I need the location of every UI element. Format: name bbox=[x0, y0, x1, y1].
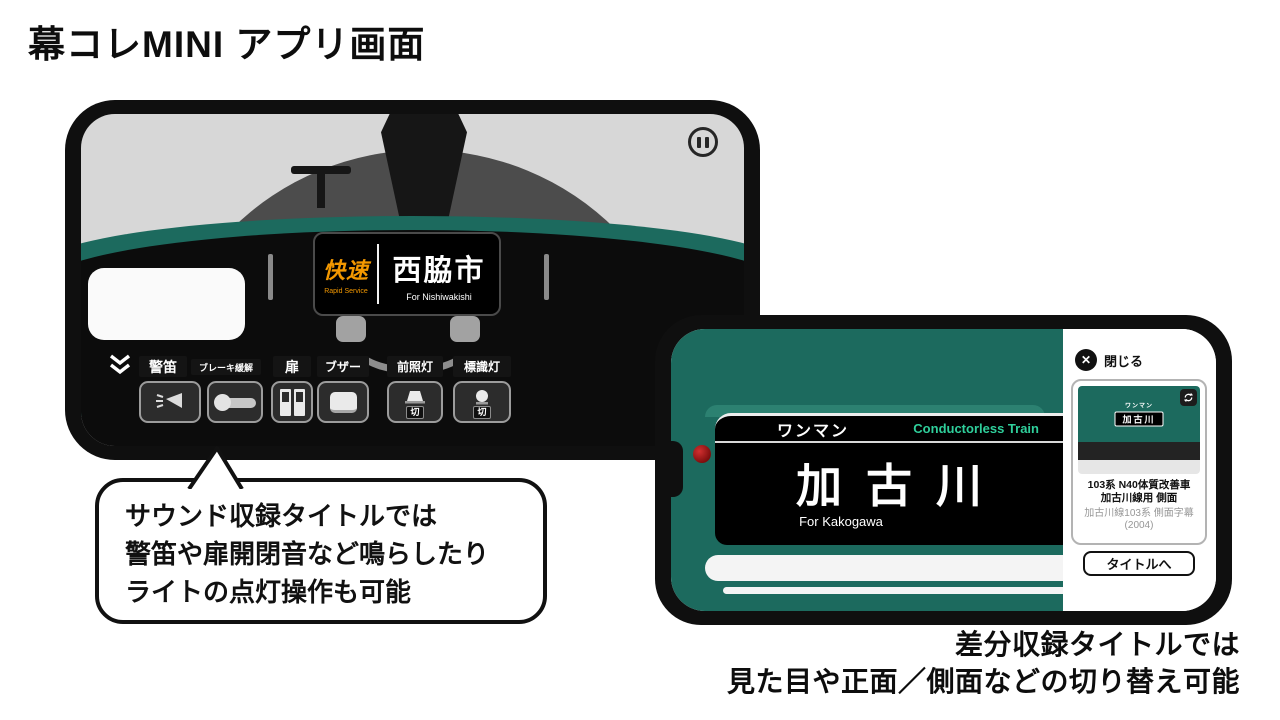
side-screen: ワンマン Conductorless Train 加古川 For Kakogaw… bbox=[671, 329, 1216, 611]
marker-light-button[interactable]: 切 bbox=[453, 381, 511, 423]
tail-light bbox=[693, 445, 711, 463]
oneman-band: ワンマン Conductorless Train bbox=[715, 413, 1063, 443]
door-leaf-left bbox=[279, 388, 291, 416]
preview-train-body: ワンマン 加古川 bbox=[1078, 386, 1200, 442]
oneman-label: ワンマン bbox=[777, 422, 850, 440]
body-stripe-main bbox=[705, 555, 1063, 581]
preview-lower-body bbox=[1078, 460, 1200, 474]
destination-cell: 西脇市 For Nishiwakishi bbox=[379, 234, 499, 314]
jumper-connector-left bbox=[336, 316, 366, 342]
bubble-text-line: ライトの点灯操作も可能 bbox=[125, 577, 412, 607]
jumper-connector-right bbox=[450, 316, 480, 342]
headlight-button[interactable]: 切 bbox=[387, 381, 443, 423]
vent-slit-left bbox=[268, 254, 273, 300]
service-type-en: Rapid Service bbox=[324, 288, 368, 295]
destination-jp: 西脇市 bbox=[392, 254, 486, 287]
variant-series: 103系 N40体質改善車 bbox=[1087, 479, 1191, 491]
preview-destination-label: 加古川 bbox=[1114, 411, 1164, 427]
variant-year: (2004) bbox=[1124, 520, 1154, 531]
variant-selection-panel: ✕ 閉じる ワンマン 加古川 bbox=[1063, 329, 1216, 611]
brake-handle-icon bbox=[214, 393, 256, 411]
collapse-controls-button[interactable] bbox=[107, 354, 133, 376]
label-marker-light: 標識灯 bbox=[453, 356, 511, 377]
sign-preview-thumbnail: ワンマン 加古川 bbox=[1078, 386, 1200, 474]
pause-icon bbox=[697, 136, 701, 148]
phone-mockup-side: ワンマン Conductorless Train 加古川 For Kakogaw… bbox=[655, 315, 1232, 625]
label-buzzer: ブザー bbox=[317, 356, 369, 377]
marker-light-off-badge: 切 bbox=[473, 405, 491, 419]
label-doors: 扉 bbox=[273, 356, 311, 377]
headlight-icon bbox=[405, 390, 425, 403]
to-title-button[interactable]: タイトルへ bbox=[1083, 551, 1195, 576]
destination-en: For Nishiwakishi bbox=[406, 291, 472, 302]
marker-light-icon bbox=[476, 389, 488, 404]
doors-icon bbox=[279, 388, 305, 416]
vent-slit-right bbox=[544, 254, 549, 300]
label-headlight: 前照灯 bbox=[387, 356, 443, 377]
variant-usage: 加古川線用 側面 bbox=[1100, 492, 1178, 504]
pause-button[interactable] bbox=[688, 127, 718, 157]
buzzer-button[interactable] bbox=[317, 381, 369, 423]
horn-icon bbox=[156, 393, 182, 408]
brake-release-button[interactable] bbox=[207, 381, 263, 423]
camera-notch bbox=[671, 441, 683, 497]
bubble-text-line: 警笛や扉開閉音など鳴らしたり bbox=[125, 539, 490, 569]
caption-line: 見た目や正面／側面などの切り替え可能 bbox=[726, 666, 1240, 697]
conductorless-label: Conductorless Train bbox=[913, 421, 1039, 436]
buzzer-icon bbox=[329, 391, 357, 413]
close-button-circle: ✕ bbox=[1075, 349, 1097, 371]
speech-bubble-tail bbox=[187, 446, 244, 489]
horn-button[interactable] bbox=[139, 381, 201, 423]
label-brake-release: ブレーキ緩解 bbox=[191, 359, 261, 375]
roof-equipment-bar bbox=[291, 166, 351, 174]
brake-handle-knob bbox=[214, 393, 231, 411]
cab-screen: 快速 Rapid Service 西脇市 For Nishiwakishi bbox=[81, 114, 744, 446]
close-button[interactable]: ✕ 閉じる bbox=[1075, 349, 1143, 371]
variant-sign-name: 加古川線103系 側面字幕 bbox=[1084, 508, 1194, 519]
sign-divider bbox=[377, 244, 379, 304]
chevron-double-down-icon bbox=[109, 354, 131, 375]
service-type-cell: 快速 Rapid Service bbox=[315, 234, 377, 314]
bubble-text-line: サウンド収録タイトルでは bbox=[125, 501, 438, 531]
pause-icon bbox=[705, 136, 709, 148]
preview-oneman-label: ワンマン bbox=[1124, 403, 1154, 410]
door-window bbox=[295, 391, 303, 402]
doors-button[interactable] bbox=[271, 381, 313, 423]
destination-rollsign[interactable]: 快速 Rapid Service 西脇市 For Nishiwakishi bbox=[313, 232, 501, 316]
close-label: 閉じる bbox=[1104, 353, 1144, 369]
service-type-jp: 快速 bbox=[322, 258, 369, 283]
caption: 差分収録タイトルでは 見た目や正面／側面などの切り替え可能 bbox=[727, 626, 1240, 700]
close-icon: ✕ bbox=[1080, 353, 1092, 367]
side-destination-cell: 加古川 For Kakogawa bbox=[715, 443, 1063, 545]
preview-mini-sign: ワンマン 加古川 bbox=[1114, 401, 1164, 428]
train-side-view: ワンマン Conductorless Train 加古川 For Kakogaw… bbox=[671, 329, 1063, 611]
body-stripe-thin bbox=[723, 587, 1063, 594]
side-destination-en: For Kakogawa bbox=[799, 513, 883, 529]
side-destination-jp: 加古川 bbox=[796, 459, 1006, 512]
speech-bubble: サウンド収録タイトルでは 警笛や扉開閉音など鳴らしたり ライトの点灯操作も可能 bbox=[95, 446, 547, 624]
door-window bbox=[281, 391, 289, 402]
label-horn: 警笛 bbox=[139, 356, 187, 377]
roof-equipment-stem bbox=[317, 172, 325, 208]
cab-placard bbox=[88, 268, 245, 340]
brake-handle-bar bbox=[224, 397, 256, 408]
caption-line: 差分収録タイトルでは bbox=[954, 629, 1240, 660]
preview-rotate-button[interactable] bbox=[1180, 389, 1197, 406]
sign-variant-card[interactable]: ワンマン 加古川 bbox=[1071, 379, 1207, 545]
rotate-view-icon bbox=[1183, 392, 1194, 403]
variant-description: 103系 N40体質改善車 加古川線用 側面 加古川線103系 側面字幕 (20… bbox=[1078, 479, 1200, 532]
page-title: 幕コレMINI アプリ画面 bbox=[28, 24, 426, 65]
door-leaf-right bbox=[293, 388, 305, 416]
headlight-off-badge: 切 bbox=[406, 405, 424, 419]
preview-window-band bbox=[1078, 442, 1200, 460]
side-destination-rollsign[interactable]: ワンマン Conductorless Train 加古川 For Kakogaw… bbox=[715, 413, 1063, 545]
phone-mockup-cab: 快速 Rapid Service 西脇市 For Nishiwakishi bbox=[65, 100, 760, 460]
